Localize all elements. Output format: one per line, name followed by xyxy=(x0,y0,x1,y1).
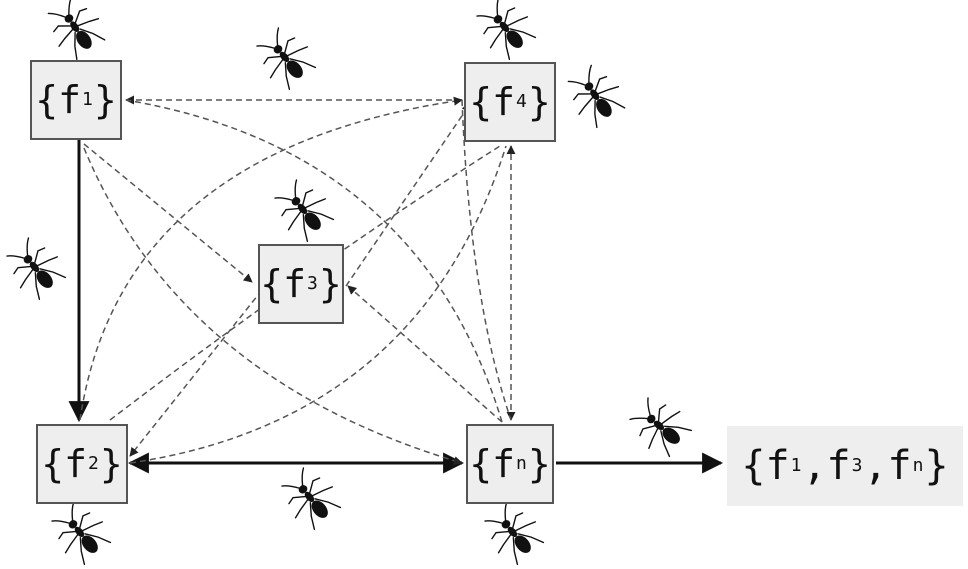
node-label: {f xyxy=(260,262,307,306)
node-label: {f xyxy=(469,442,516,486)
node-label: {f xyxy=(469,80,516,124)
node-subscript: 3 xyxy=(307,273,318,294)
edge-fn-f1 xyxy=(125,99,503,423)
ant-icon xyxy=(0,230,72,305)
edge-f2-f4 xyxy=(79,96,463,421)
node-label: } xyxy=(93,78,117,122)
result-subscript: 1 xyxy=(790,455,802,476)
ant-icon xyxy=(273,460,347,535)
node-subscript: 1 xyxy=(82,89,93,110)
ant-icon xyxy=(39,0,112,65)
solid-edges xyxy=(68,140,724,474)
ant-icon xyxy=(43,495,117,569)
node-label: {f xyxy=(41,442,88,486)
ant-icon xyxy=(622,389,697,463)
ant-icon xyxy=(266,172,340,247)
edge-fn-f3 xyxy=(347,285,503,423)
node-label: } xyxy=(527,442,551,486)
edge-f3-f2 xyxy=(129,289,263,457)
edge-f3-f4 xyxy=(345,103,471,287)
result-subscript: 3 xyxy=(851,455,863,476)
result-label: } xyxy=(924,443,949,489)
edge-f4-fn xyxy=(461,99,512,421)
node-label: } xyxy=(318,262,342,306)
result-label: ,f xyxy=(863,443,912,489)
node-label: } xyxy=(99,442,123,486)
ant-icon xyxy=(248,20,322,95)
result-subscript: n xyxy=(912,455,924,476)
result-label: ,f xyxy=(802,443,851,489)
node-subscript: n xyxy=(516,453,527,474)
node-subscript: 2 xyxy=(88,453,99,474)
edge-f1-fn xyxy=(83,147,463,466)
node-label: {f xyxy=(35,78,82,122)
node-label: } xyxy=(527,80,551,124)
ant-icon xyxy=(468,0,542,65)
result-label: {f xyxy=(741,443,790,489)
ant-icon xyxy=(559,58,632,133)
ant-icon xyxy=(476,495,550,569)
edge-f1-f3 xyxy=(83,143,253,283)
edge-f2-fn-curve xyxy=(129,145,507,464)
node-subscript: 4 xyxy=(516,91,527,112)
